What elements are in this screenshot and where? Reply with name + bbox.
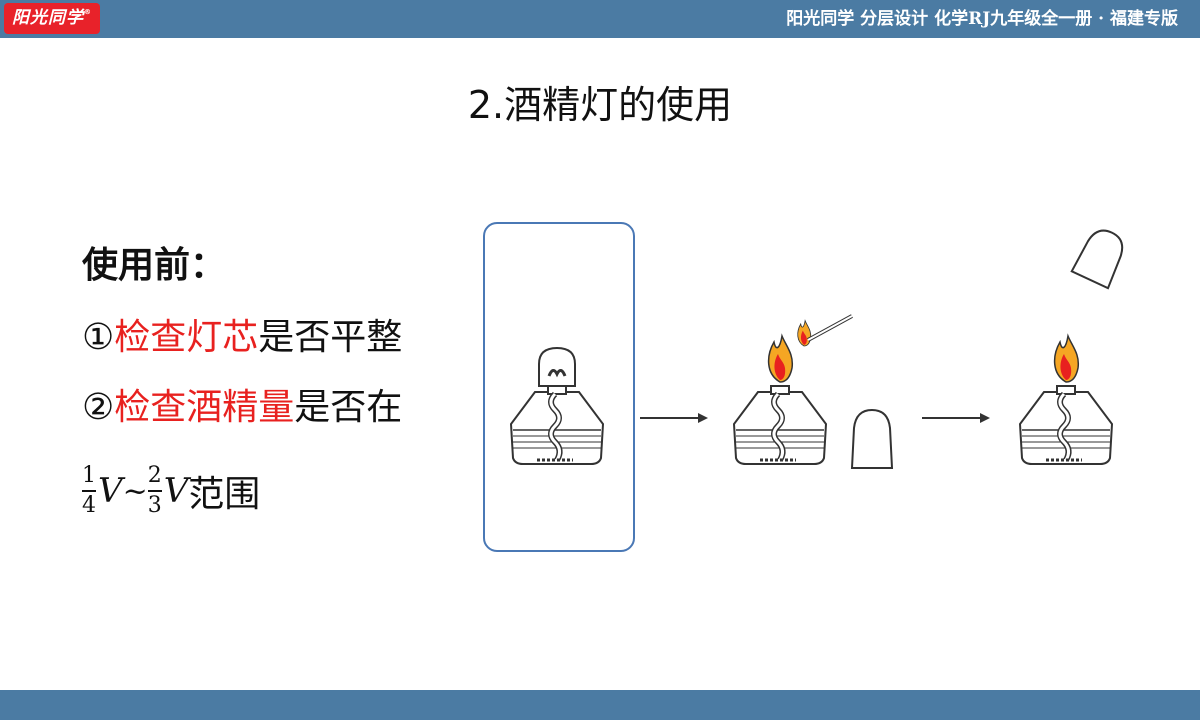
arrow-right-icon [922,413,990,423]
header-series-title: 阳光同学 分层设计 化学RJ九年级全一册 · 福建专版 [786,9,1178,29]
lighting-alcohol-lamp-icon [734,314,853,464]
item-number-2: ② [82,387,115,428]
check-item-1: ①检查灯芯是否平整 [82,308,402,360]
slide-title: 2.酒精灯的使用 [467,83,733,127]
item-1-rest: 是否平整 [258,317,403,358]
item-1-highlight: 检查灯芯 [114,317,259,358]
logo: 阳光同学® [4,3,100,34]
check-item-2: ②检查酒精量是否在 [82,378,402,430]
lamp-cap-icon [850,408,894,469]
capped-alcohol-lamp-icon [511,346,603,464]
before-use-label: 使用前： [82,245,227,286]
bottom-bar [0,690,1200,720]
arrow-right-icon [640,413,708,423]
range-tilde: ~ [122,473,148,509]
range-suffix: 范围 [188,474,261,515]
item-2-rest: 是否在 [294,387,403,428]
top-bar: 阳光同学® 阳光同学 分层设计 化学RJ九年级全一册 · 福建专版 [0,0,1200,38]
item-number-1: ① [82,317,115,358]
item-2-highlight: 检查酒精量 [114,387,295,428]
highlight-box [483,222,635,552]
lit-alcohol-lamp-icon [1020,335,1112,464]
lamp-cap-icon [1070,229,1124,290]
volume-variable-2: V [163,471,189,511]
volume-variable: V [98,471,123,511]
